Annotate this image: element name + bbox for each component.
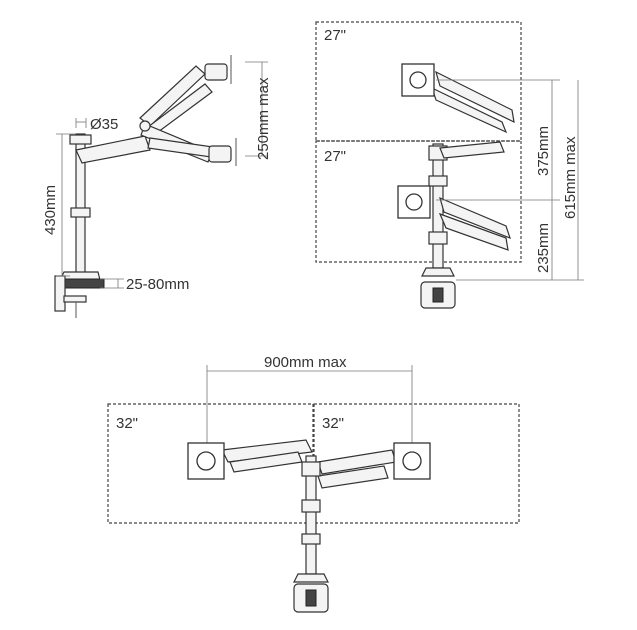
stack-pole — [432, 143, 444, 269]
stack-bottom-arm — [439, 196, 511, 240]
dual-left-vesa — [187, 442, 225, 480]
dual-right-arm-b — [317, 465, 389, 489]
stacked-view: 27" 27" 375mm 235mm 615mm max — [315, 21, 584, 309]
stack-base — [421, 267, 455, 277]
screen-bottom-outline — [315, 140, 522, 263]
stack-top-arm — [430, 86, 508, 134]
side-pole-collar-top — [69, 134, 92, 145]
stack-bottom-vesa-hub — [405, 193, 423, 211]
dual-view: 32" 32" 900mm max — [107, 354, 520, 613]
upper-height-label: 375mm — [535, 126, 552, 176]
screen-left-size: 32" — [116, 415, 138, 432]
stack-bottom-arm-b — [438, 212, 509, 251]
stack-top-arm-b — [435, 70, 515, 124]
dual-right-vesa-hub — [402, 451, 422, 471]
stack-top-vesa-hub — [409, 71, 427, 89]
screen-right-outline — [313, 403, 520, 524]
span-width-label: 900mm max — [264, 354, 347, 371]
lower-height-label: 235mm — [535, 223, 552, 273]
side-view: Ø35 430mm 25-80mm 250mm max — [42, 55, 272, 318]
dual-left-arm — [221, 439, 313, 463]
side-top-head — [204, 63, 228, 81]
side-bottom-head — [208, 145, 232, 163]
desk-thickness-label: 25-80mm — [126, 276, 189, 293]
dual-clamp-screw — [305, 589, 317, 607]
vertical-range-label: 250mm max — [255, 77, 272, 160]
stack-clamp-screw — [432, 287, 444, 303]
dual-left-vesa-hub — [196, 451, 216, 471]
screen-left-outline — [107, 403, 314, 524]
stack-collar-3 — [428, 231, 448, 245]
clamp-diameter-label: Ø35 — [90, 116, 118, 133]
side-pole-collar — [70, 207, 91, 218]
stack-top-arm-base — [439, 141, 505, 159]
side-clamp-leg — [54, 275, 66, 312]
dual-collar-3 — [301, 533, 321, 545]
side-arm-base — [75, 135, 151, 164]
screen-right-size: 32" — [322, 415, 344, 432]
screen-top-size: 27" — [324, 27, 346, 44]
dual-base — [293, 573, 329, 583]
total-height-label: 615mm max — [562, 136, 579, 219]
side-clamp-bottom — [63, 295, 87, 303]
side-joint — [139, 120, 151, 132]
dual-collar-1 — [301, 461, 321, 477]
stack-collar-2 — [428, 175, 448, 187]
screen-bottom-size: 27" — [324, 148, 346, 165]
dual-collar-2 — [301, 499, 321, 513]
pole-height-label: 430mm — [42, 185, 59, 235]
